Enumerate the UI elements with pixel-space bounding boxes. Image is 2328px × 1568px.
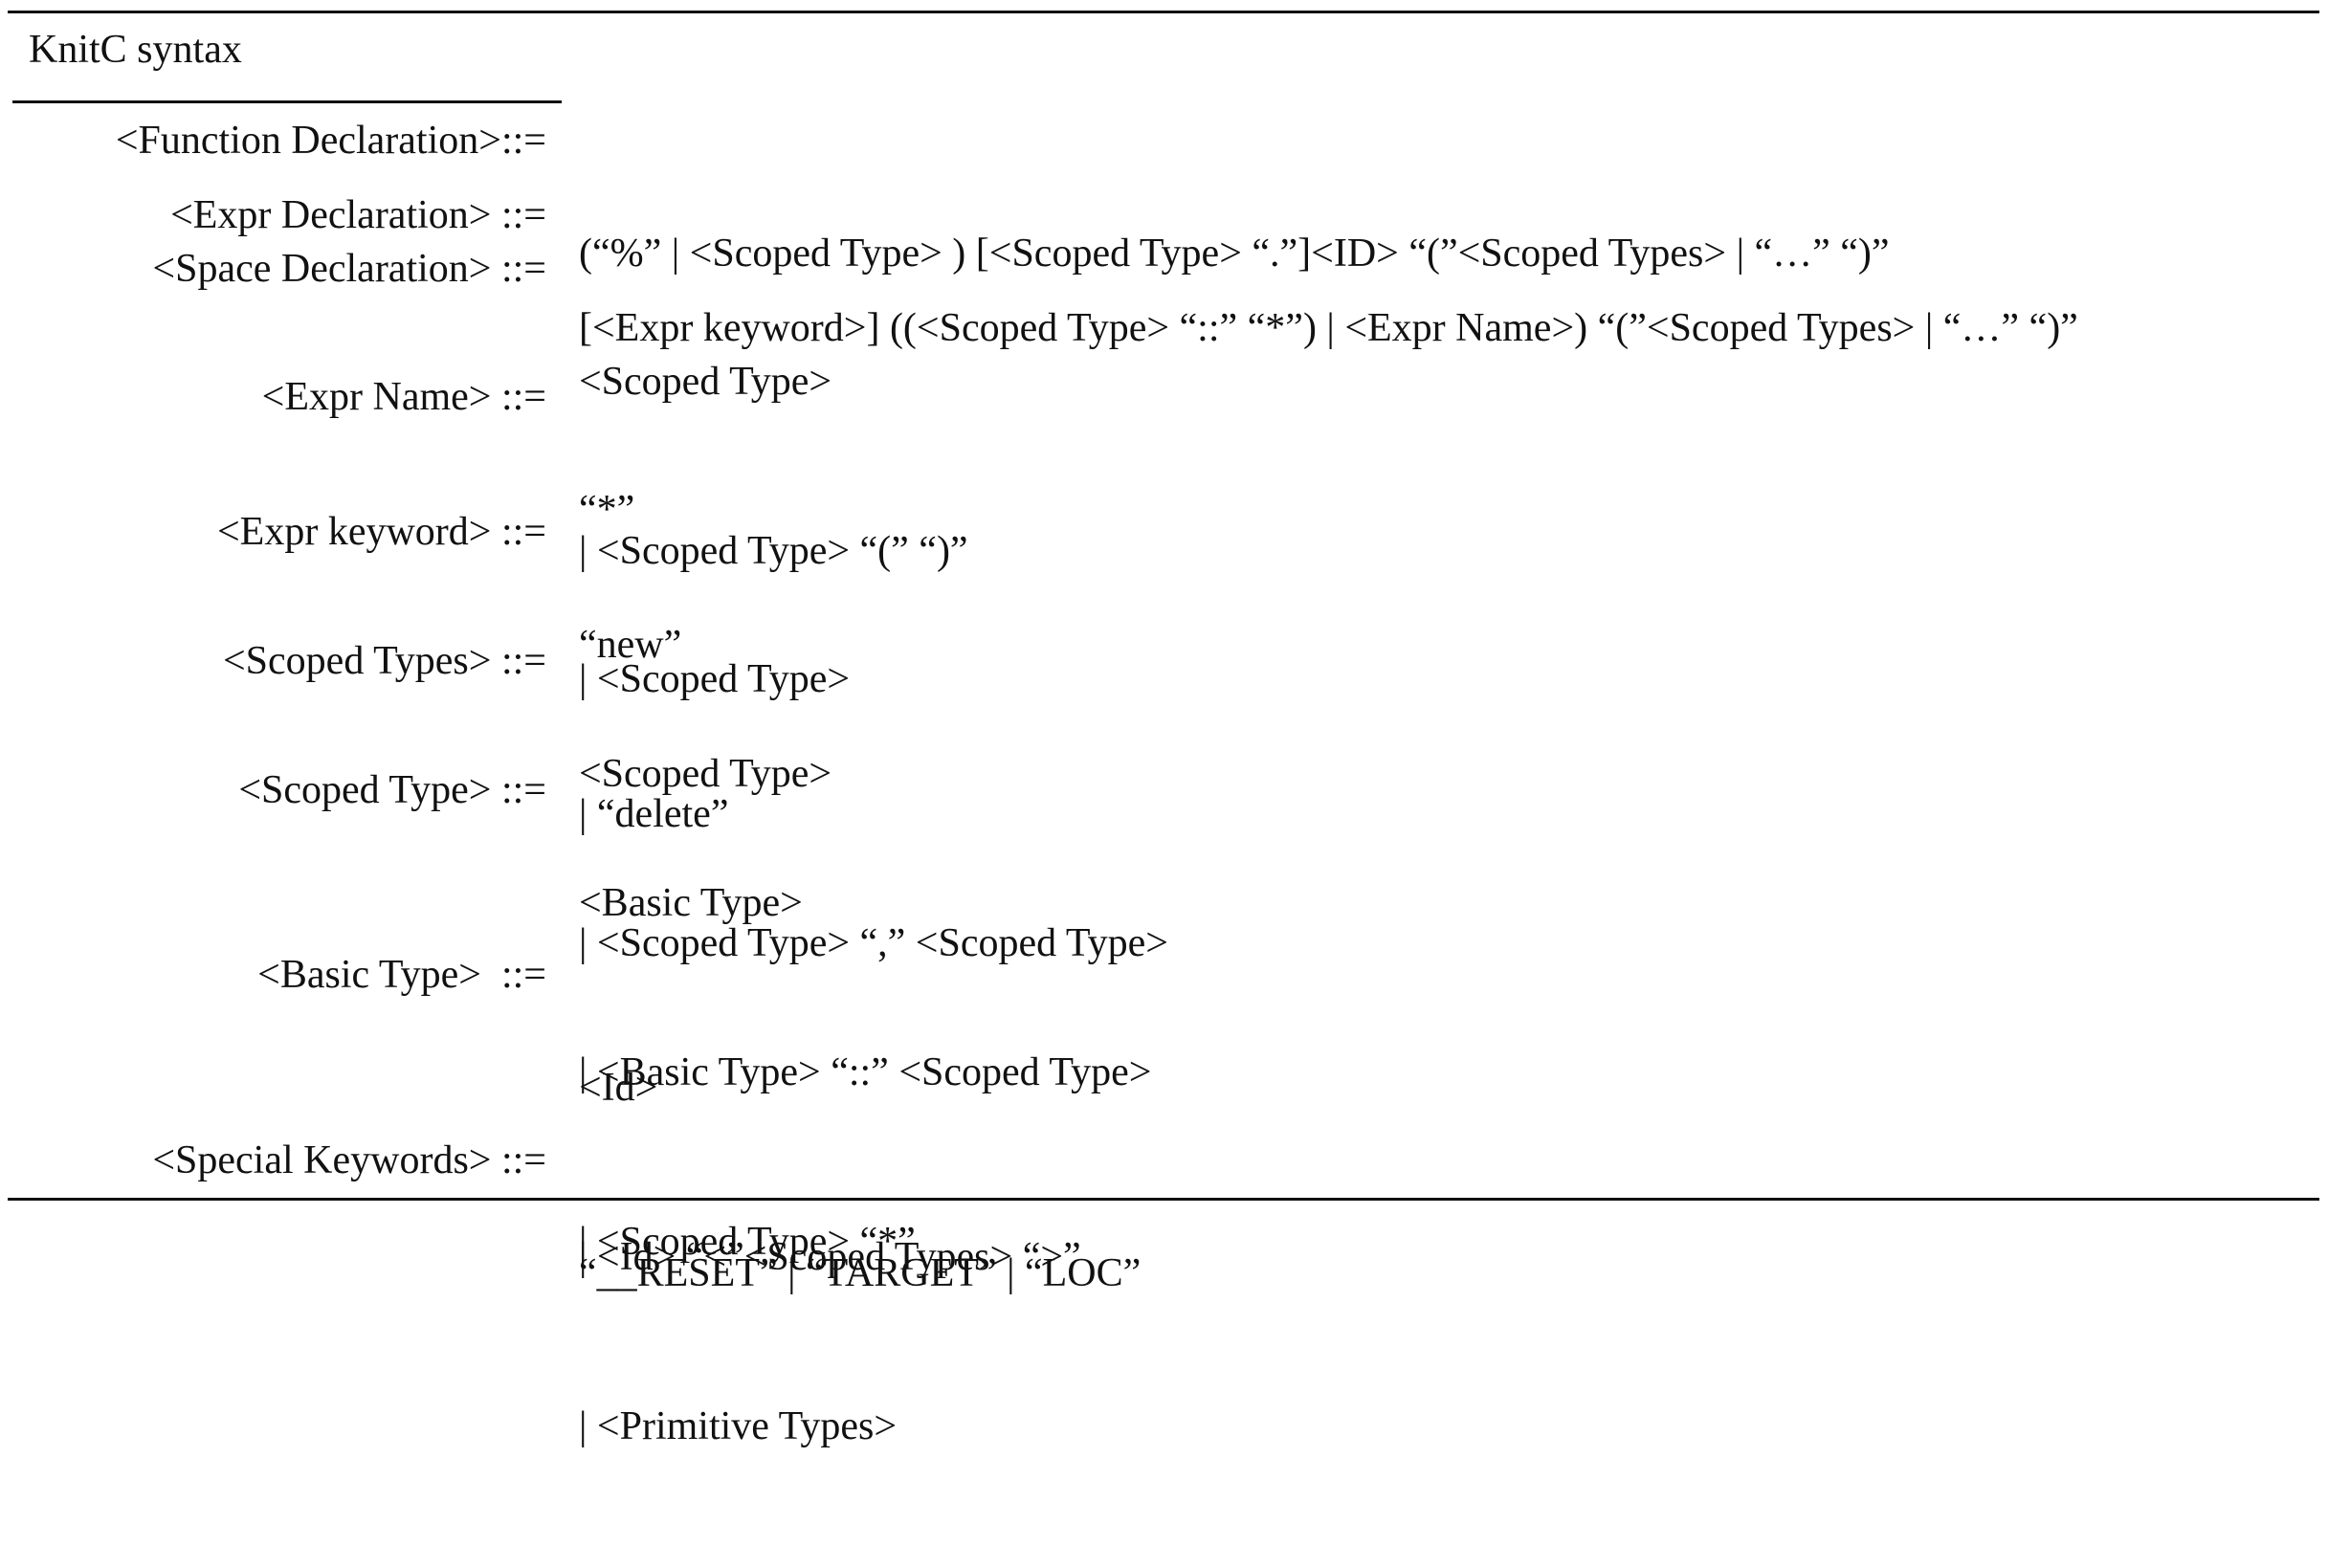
rule-rhs: <Scoped Type> | <Scoped Type> “,” <Scope… xyxy=(579,633,1168,1085)
rule-rhs: “new” | “delete” xyxy=(579,504,728,956)
bottom-rule xyxy=(8,1198,2319,1201)
rule-lhs: <Scoped Type> ::= xyxy=(238,768,546,812)
rule-lhs: <Expr Name> ::= xyxy=(261,375,546,419)
rule-alternative: <Id> xyxy=(579,1066,658,1110)
rule-alternative: | <Basic Type> “::” <Scoped Type> xyxy=(579,1050,1152,1094)
rule-lhs: <Space Declaration> ::= xyxy=(152,247,546,291)
rule-lhs: <Expr keyword> ::= xyxy=(217,510,546,554)
rule-alternative: (“%” | <Scoped Type> ) [<Scoped Type> “.… xyxy=(579,232,1890,276)
rule-lhs: <Scoped Types> ::= xyxy=(223,639,546,683)
rule-alternative: <Basic Type> xyxy=(579,881,803,925)
rule-lhs: <Expr Declaration> ::= xyxy=(170,193,546,237)
rule-rhs: “*” | <Scoped Type> xyxy=(579,369,850,821)
rule-alternative: | <Scoped Type> “(” “)” xyxy=(579,529,968,573)
rule-alternative: | <Scoped Type> xyxy=(579,657,851,701)
rule-rhs: [<Expr keyword>] ((<Scoped Type> “::” “*… xyxy=(579,188,2078,470)
rule-rhs: (“%” | <Scoped Type> ) [<Scoped Type> “.… xyxy=(579,113,1890,395)
rule-alternative: <Scoped Type> xyxy=(579,752,832,796)
rule-rhs: “__RESET” | “TARGET” | “LOC” xyxy=(579,1133,1141,1415)
rule-lhs: <Basic Type> ::= xyxy=(257,953,546,997)
rule-lhs: <Function Declaration>::= xyxy=(115,119,546,163)
rule-alternative: <Scoped Type> xyxy=(579,360,832,404)
rule-alternative: “new” xyxy=(579,623,682,667)
rule-alternative: | “delete” xyxy=(579,792,729,836)
rule-alternative: “__RESET” | “TARGET” | “LOC” xyxy=(579,1251,1142,1295)
rule-rhs: <Scoped Type> | <Scoped Type> “(” “)” xyxy=(579,241,968,693)
header-rule xyxy=(12,100,562,103)
rule-alternative: | <Scoped Type> “,” <Scoped Type> xyxy=(579,921,1168,965)
rule-lhs: <Special Keywords> ::= xyxy=(152,1138,546,1182)
table-title: KnitC syntax xyxy=(29,28,242,72)
grammar-table: <Function Declaration>::= (“%” | <Scoped… xyxy=(115,113,2078,1448)
top-rule xyxy=(8,11,2319,13)
rule-alternative: “*” xyxy=(579,488,635,532)
rule-alternative: [<Expr keyword>] ((<Scoped Type> “::” “*… xyxy=(579,306,2078,350)
